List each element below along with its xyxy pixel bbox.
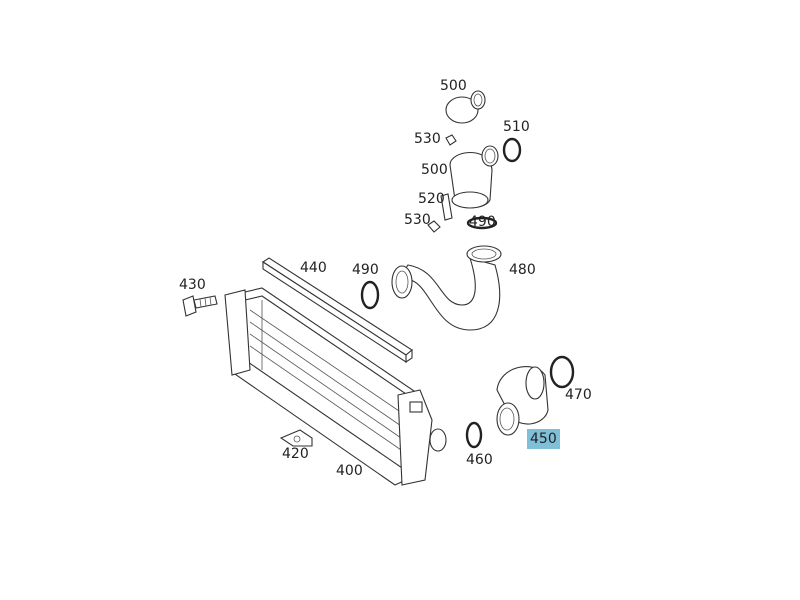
label-500-top[interactable]: 500	[440, 78, 467, 94]
label-490-left[interactable]: 490	[352, 262, 379, 278]
label-490-right[interactable]: 490	[469, 214, 496, 230]
part-470-ring	[549, 355, 575, 389]
label-520[interactable]: 520	[418, 191, 445, 207]
part-440-seal-strip	[261, 257, 413, 364]
label-530-top[interactable]: 530	[414, 131, 441, 147]
part-520-clip	[440, 193, 453, 221]
label-400[interactable]: 400	[336, 463, 363, 479]
label-440[interactable]: 440	[300, 260, 327, 276]
part-530-bolt-low	[427, 220, 441, 233]
part-500-housing-top	[445, 90, 486, 124]
part-420-bracket	[279, 429, 313, 447]
part-500-housing-mid	[449, 145, 499, 209]
part-490-ring-right	[466, 216, 498, 230]
label-510[interactable]: 510	[503, 119, 530, 135]
label-420[interactable]: 420	[282, 446, 309, 462]
label-500-mid[interactable]: 500	[421, 162, 448, 178]
label-530-low[interactable]: 530	[404, 212, 431, 228]
part-490-ring-left	[360, 280, 380, 310]
part-430-bolt	[182, 295, 218, 317]
label-480[interactable]: 480	[509, 262, 536, 278]
part-450-hose-elbow	[496, 366, 549, 436]
part-530-bolt-top	[445, 134, 457, 146]
label-470[interactable]: 470	[565, 387, 592, 403]
label-430[interactable]: 430	[179, 277, 206, 293]
part-400-intercooler	[224, 287, 447, 486]
label-460[interactable]: 460	[466, 452, 493, 468]
part-480-hose	[391, 245, 502, 331]
part-510-ring	[502, 137, 522, 163]
part-460-ring	[465, 421, 483, 449]
label-450-highlighted[interactable]: 450	[527, 429, 560, 449]
